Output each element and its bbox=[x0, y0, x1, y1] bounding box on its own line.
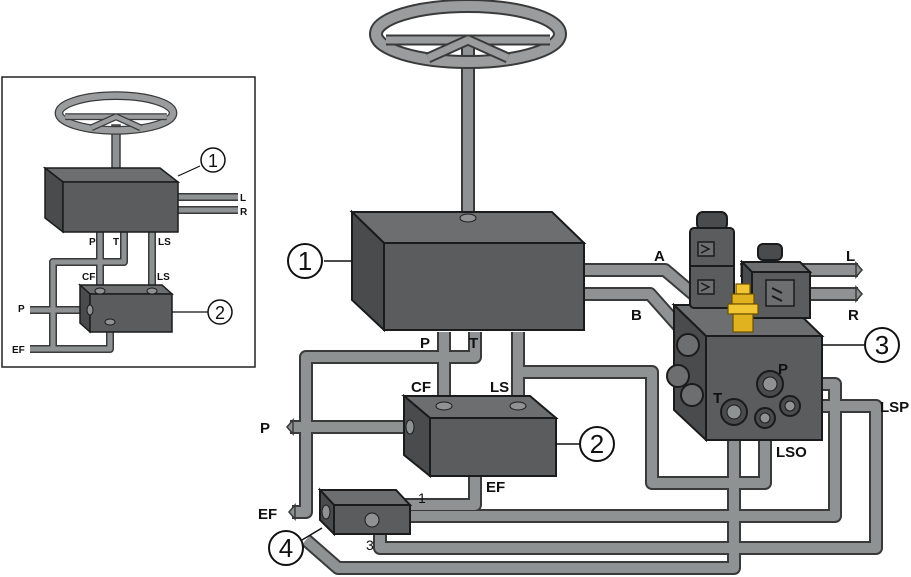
inset-priority-valve-block bbox=[78, 283, 174, 334]
inset-label-LS-top: LS bbox=[158, 237, 171, 248]
label-P-top: P bbox=[420, 335, 430, 352]
inset-steering-unit-block bbox=[42, 166, 181, 234]
main-diagram: 1 2 3 4 A B L R P T CF LS P EF EF 1 3 P … bbox=[258, 6, 909, 575]
knob-icon bbox=[676, 333, 700, 357]
label-LSP: LSP bbox=[880, 399, 909, 416]
main-pipes bbox=[290, 263, 883, 575]
solenoid-coil-icon bbox=[689, 211, 735, 309]
inset-label-LS-valve: LS bbox=[157, 272, 170, 283]
label-LS-top: LS bbox=[490, 379, 509, 396]
label-T-top: T bbox=[469, 335, 478, 352]
label-CF: CF bbox=[411, 379, 431, 396]
valve-manifold-block bbox=[666, 302, 825, 443]
knob-icon bbox=[680, 383, 704, 407]
label-EF-inlet: EF bbox=[258, 506, 277, 523]
callout-2 bbox=[579, 426, 615, 462]
label-B: B bbox=[631, 307, 642, 324]
label-port-1: 1 bbox=[418, 490, 426, 506]
inset-callout-2-text: 2 bbox=[215, 303, 225, 323]
brass-fitting-icon bbox=[727, 283, 759, 333]
inset-pipes bbox=[30, 193, 238, 353]
label-EF-valve: EF bbox=[486, 479, 505, 496]
callout-4 bbox=[268, 530, 304, 566]
inset-label-P-top: P bbox=[89, 237, 96, 248]
callout-3 bbox=[864, 327, 900, 363]
label-L: L bbox=[846, 248, 855, 265]
label-T-block: T bbox=[713, 390, 722, 407]
steering-shaft bbox=[461, 43, 475, 215]
inset-callout-1-text: 1 bbox=[208, 151, 218, 171]
inset-label-P-inlet: P bbox=[18, 304, 25, 315]
label-P-inlet: P bbox=[260, 420, 270, 437]
label-port-3: 3 bbox=[366, 537, 374, 553]
inset-label-L: L bbox=[240, 193, 246, 204]
knob-icon bbox=[666, 364, 690, 388]
inset-label-CF: CF bbox=[82, 272, 95, 283]
callout-4-text: 4 bbox=[279, 533, 293, 563]
callout-1 bbox=[287, 243, 323, 279]
pipe-ends bbox=[286, 260, 863, 522]
label-R: R bbox=[848, 307, 859, 324]
inset-label-R: R bbox=[240, 207, 248, 218]
steering-unit-block bbox=[349, 209, 587, 333]
small-valve-block bbox=[317, 487, 413, 537]
label-LSO: LSO bbox=[776, 444, 807, 461]
callout-1-text: 1 bbox=[298, 246, 312, 276]
inset-callout-2 bbox=[207, 299, 233, 325]
inset-callout-1 bbox=[200, 147, 226, 173]
inset-diagram: 1 2 L R P T LS CF LS P EF bbox=[1, 76, 256, 368]
label-A: A bbox=[654, 248, 665, 265]
label-P-block: P bbox=[778, 361, 788, 378]
callout-3-text: 3 bbox=[875, 330, 889, 360]
inset-label-EF: EF bbox=[12, 345, 25, 356]
callout-2-text: 2 bbox=[590, 429, 604, 459]
inset-label-T-top: T bbox=[113, 237, 119, 248]
priority-valve-block bbox=[401, 393, 559, 479]
